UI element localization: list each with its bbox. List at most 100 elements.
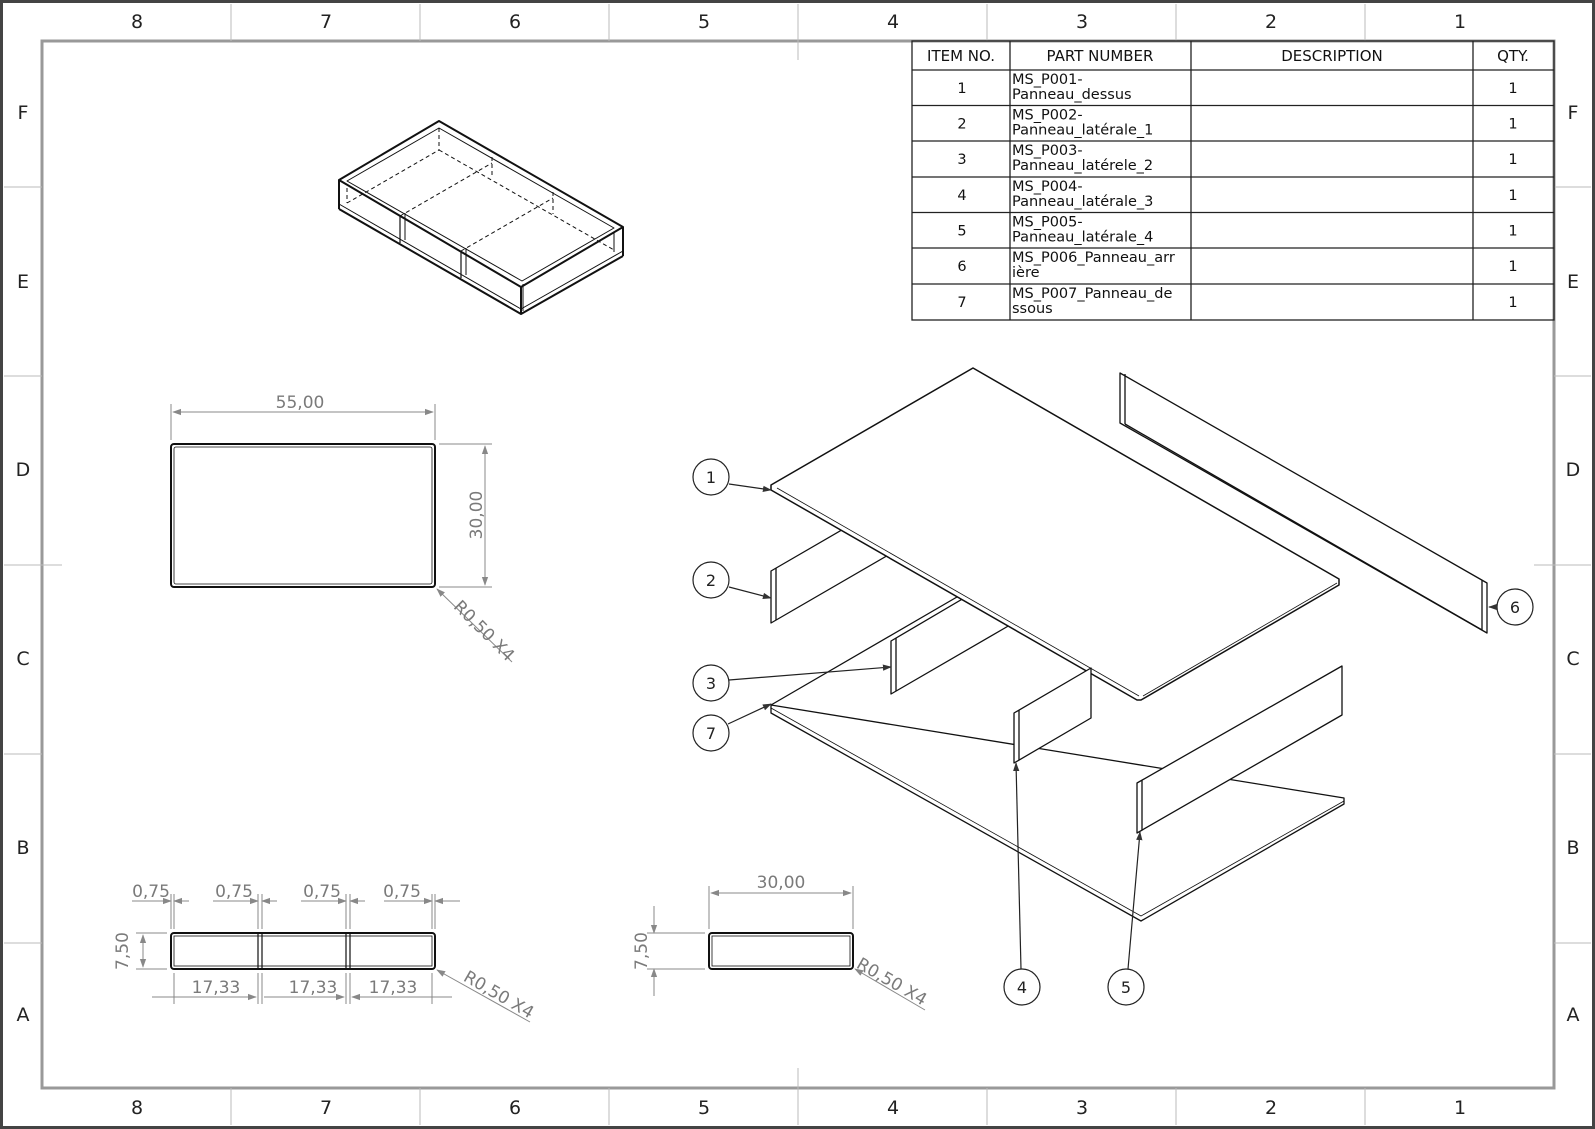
bom-qty: 1	[1508, 223, 1517, 239]
dim-side-width: 30,00	[757, 873, 806, 893]
balloon-5: 5	[1121, 978, 1131, 997]
zone-col-8-bottom: 8	[131, 1097, 143, 1119]
bom-qty: 1	[1508, 259, 1517, 275]
zone-row-A-right: A	[1567, 1004, 1580, 1026]
part-1-top-panel	[770, 367, 1340, 701]
bom-item-no: 7	[957, 295, 966, 311]
bom-item-no: 4	[957, 188, 966, 204]
dim-front-height: 7,50	[113, 932, 133, 970]
part-4-panel	[1013, 667, 1092, 764]
zone-row-E-right: E	[1567, 271, 1579, 293]
bom-part-number-line: MS_P002-	[1012, 108, 1083, 124]
bom-part-number-line: Panneau_latérale_4	[1012, 230, 1153, 246]
part-6-back-panel	[1119, 372, 1488, 634]
bom-qty: 1	[1508, 295, 1517, 311]
balloon-3: 3	[706, 674, 716, 693]
bom-qty: 1	[1508, 81, 1517, 97]
dim-top-radius: R0,50 X4	[449, 597, 518, 666]
balloon-1: 1	[706, 468, 716, 487]
dim-front-spacing-3: 17,33	[369, 978, 418, 998]
bom-item-no: 1	[957, 81, 966, 97]
front-view: 0,75 0,75 0,75 0,75 7,50 17,33 17,33 17,…	[113, 882, 537, 1023]
exploded-view	[770, 367, 1488, 922]
zone-row-D-left: D	[16, 459, 31, 481]
isometric-thumbnail-view	[338, 120, 624, 315]
bom-table: ITEM NO. PART NUMBER DESCRIPTION QTY. 1M…	[911, 40, 1555, 321]
bom-part-number-line: Panneau_dessus	[1012, 87, 1132, 103]
zone-col-2-top: 2	[1265, 11, 1277, 33]
zone-col-8-top: 8	[131, 11, 143, 33]
zone-col-7-top: 7	[320, 11, 332, 33]
bom-header-description: DESCRIPTION	[1281, 47, 1383, 65]
dim-front-thickness-2: 0,75	[215, 882, 253, 902]
balloon-2: 2	[706, 571, 716, 590]
bom-part-number-line: Panneau_latérele_2	[1012, 158, 1153, 174]
zone-labels-top: 8 7 6 5 4 3 2 1	[131, 11, 1466, 33]
dim-front-spacing-2: 17,33	[289, 978, 338, 998]
zone-col-7-bottom: 7	[320, 1097, 332, 1119]
dim-side-height: 7,50	[632, 932, 652, 970]
balloon-4: 4	[1017, 978, 1027, 997]
zone-row-C-left: C	[16, 648, 29, 670]
zone-col-1-bottom: 1	[1454, 1097, 1466, 1119]
bom-part-number-line: MS_P004-	[1012, 179, 1083, 195]
zone-labels-right: F E D C B A	[1566, 102, 1581, 1026]
zone-row-B-left: B	[16, 837, 29, 859]
bom-part-number-line: MS_P001-	[1012, 72, 1083, 88]
bom-part-number-line: ssous	[1012, 301, 1053, 317]
dim-front-thickness-1: 0,75	[132, 882, 170, 902]
zone-row-A-left: A	[17, 1004, 30, 1026]
dim-top-height: 30,00	[467, 491, 487, 540]
zone-row-B-right: B	[1566, 837, 1579, 859]
zone-col-6-bottom: 6	[509, 1097, 521, 1119]
side-view: 30,00 7,50 R0,50 X4	[632, 873, 930, 1011]
dim-front-thickness-3: 0,75	[303, 882, 341, 902]
top-view: 55,00 30,00 R0,50 X4	[170, 393, 518, 666]
bom-qty: 1	[1508, 188, 1517, 204]
zone-row-F-left: F	[18, 102, 29, 124]
balloon-7: 7	[706, 724, 716, 743]
bom-part-number-line: MS_P007_Panneau_de	[1012, 286, 1172, 302]
bom-part-number-line: MS_P006_Panneau_arr	[1012, 250, 1175, 266]
bom-qty: 1	[1508, 116, 1517, 132]
bom-part-number-line: Panneau_latérale_3	[1012, 194, 1153, 210]
bom-item-no: 2	[957, 116, 966, 132]
zone-row-C-right: C	[1566, 648, 1579, 670]
zone-col-6-top: 6	[509, 11, 521, 33]
bom-part-number-line: ière	[1012, 265, 1040, 281]
zone-labels-bottom: 8 7 6 5 4 3 2 1	[131, 1097, 1466, 1119]
balloons: 1 2 3 7 4 5 6	[692, 458, 1534, 1006]
zone-col-4-bottom: 4	[887, 1097, 899, 1119]
bom-part-number-line: Panneau_latérale_1	[1012, 123, 1153, 139]
zone-col-1-top: 1	[1454, 11, 1466, 33]
bom-item-no: 6	[957, 259, 966, 275]
zone-col-3-bottom: 3	[1076, 1097, 1088, 1119]
part-7-bottom-panel	[770, 589, 1345, 922]
zone-labels-left: F E D C B A	[16, 102, 31, 1026]
dim-top-width: 55,00	[276, 393, 325, 413]
dim-side-radius: R0,50 X4	[853, 954, 930, 1010]
bom-item-no: 5	[957, 223, 966, 239]
zone-col-4-top: 4	[887, 11, 899, 33]
dim-front-thickness-4: 0,75	[383, 882, 421, 902]
bom-header-item-no: ITEM NO.	[927, 47, 995, 65]
bom-qty: 1	[1508, 152, 1517, 168]
dim-front-spacing-1: 17,33	[192, 978, 241, 998]
zone-row-E-left: E	[17, 271, 29, 293]
zone-col-5-bottom: 5	[698, 1097, 710, 1119]
dim-front-radius: R0,50 X4	[460, 967, 537, 1023]
zone-row-D-right: D	[1566, 459, 1581, 481]
bom-part-number-line: MS_P005-	[1012, 215, 1083, 231]
zone-col-5-top: 5	[698, 11, 710, 33]
zone-col-2-bottom: 2	[1265, 1097, 1277, 1119]
zone-col-3-top: 3	[1076, 11, 1088, 33]
bom-header-part-number: PART NUMBER	[1047, 47, 1154, 65]
balloon-6: 6	[1510, 598, 1520, 617]
part-5-panel	[1136, 665, 1343, 834]
bom-header-qty: QTY.	[1497, 47, 1529, 65]
bom-part-number-line: MS_P003-	[1012, 143, 1083, 159]
zone-row-F-right: F	[1568, 102, 1579, 124]
